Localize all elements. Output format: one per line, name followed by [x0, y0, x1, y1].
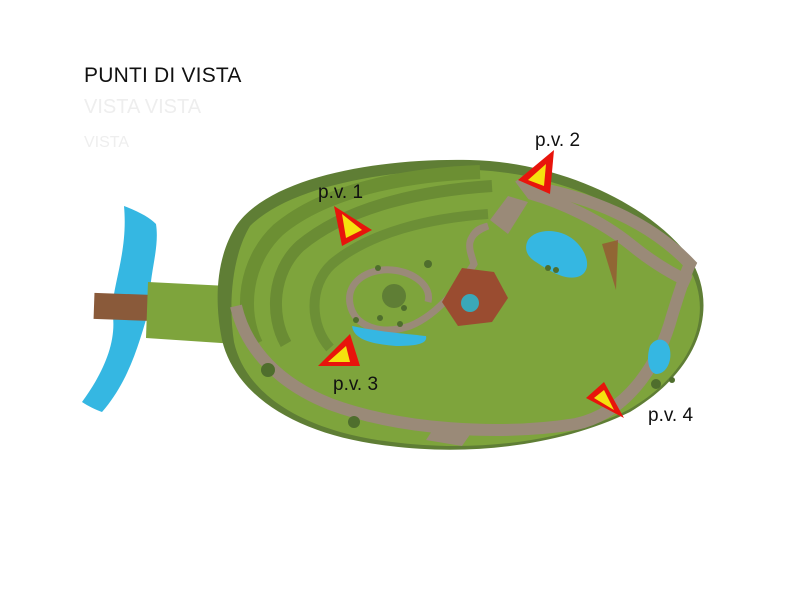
tree-dot-icon	[424, 260, 432, 268]
central-plaza	[382, 284, 406, 308]
terrace-ring-2	[270, 180, 493, 347]
bridge	[93, 292, 157, 322]
tree-dot-icon	[353, 317, 359, 323]
viewpoint-triangle-icon	[318, 334, 360, 366]
viewpoint-marker-pv4	[586, 382, 624, 418]
viewpoint-label-pv2: p.v. 2	[535, 130, 581, 151]
terrace-ring-1	[240, 165, 481, 348]
ghost-text-1: VISTA VISTA	[84, 96, 202, 118]
viewpoint-marker-pv3	[318, 334, 360, 366]
pavilion-fountain	[461, 294, 479, 312]
entry-ramp	[490, 196, 528, 234]
terrace-ring-3	[309, 209, 489, 352]
tree-dot-icon	[377, 315, 383, 321]
tree-dot-icon	[375, 265, 381, 271]
tree-dot-icon	[348, 416, 360, 428]
spiral-path	[346, 222, 490, 334]
ghost-text-2: VISTA	[84, 134, 130, 151]
tree-dot-icon	[651, 379, 661, 389]
viewpoint-marker-pv1	[334, 206, 372, 246]
tree-dot-icon	[669, 377, 675, 383]
tree-dot-icon	[397, 321, 403, 327]
pond-east	[648, 339, 671, 374]
lower-ramp	[426, 422, 476, 446]
east-wedge	[602, 240, 618, 290]
upper-path	[515, 174, 693, 288]
tree-dot-icon	[553, 267, 559, 273]
trees	[261, 260, 675, 428]
entrance-lawn	[146, 282, 236, 344]
tree-dot-icon	[545, 265, 551, 271]
tree-dot-icon	[261, 363, 275, 377]
viewpoint-triangle-icon	[518, 150, 554, 194]
map-title: PUNTI DI VISTA	[84, 64, 242, 87]
pond-north	[526, 231, 588, 278]
viewpoint-marker-pv2	[518, 150, 554, 194]
viewpoint-label-pv1: p.v. 1	[318, 182, 364, 203]
viewpoint-label-pv3: p.v. 3	[333, 374, 379, 395]
pond-west	[352, 326, 427, 346]
tree-dot-icon	[401, 305, 407, 311]
viewpoint-label-pv4: p.v. 4	[648, 405, 694, 426]
